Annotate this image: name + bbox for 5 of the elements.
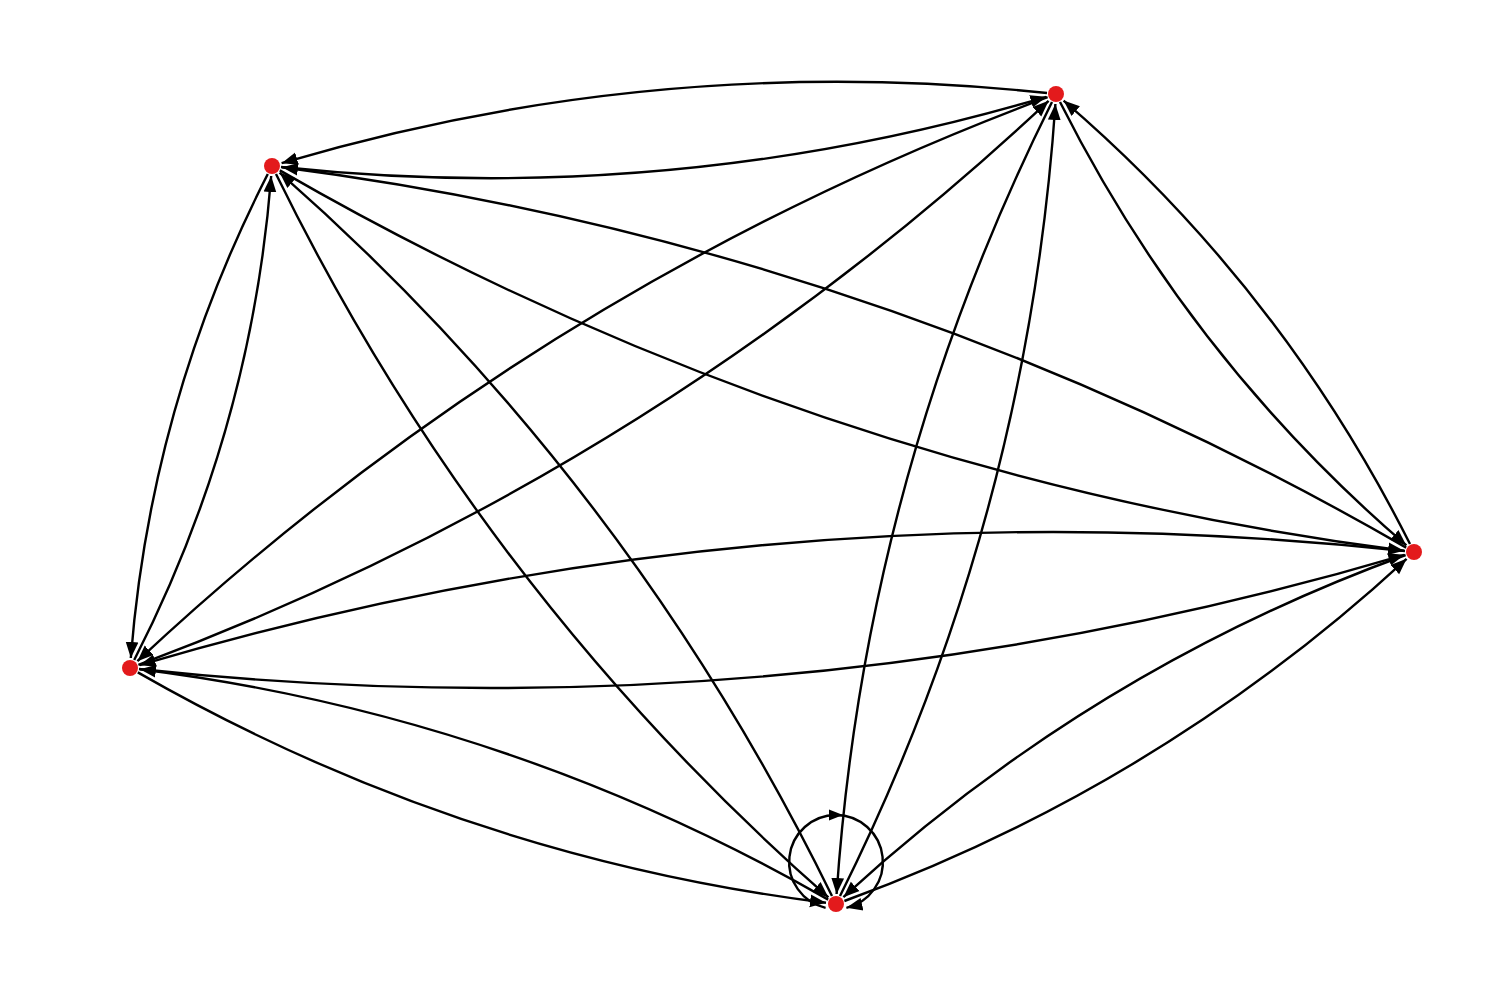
arrow <box>139 530 1406 668</box>
arrow <box>138 552 1405 690</box>
arrow <box>281 80 1048 166</box>
arrow <box>280 94 1047 180</box>
self-loop-arrow <box>788 809 884 911</box>
